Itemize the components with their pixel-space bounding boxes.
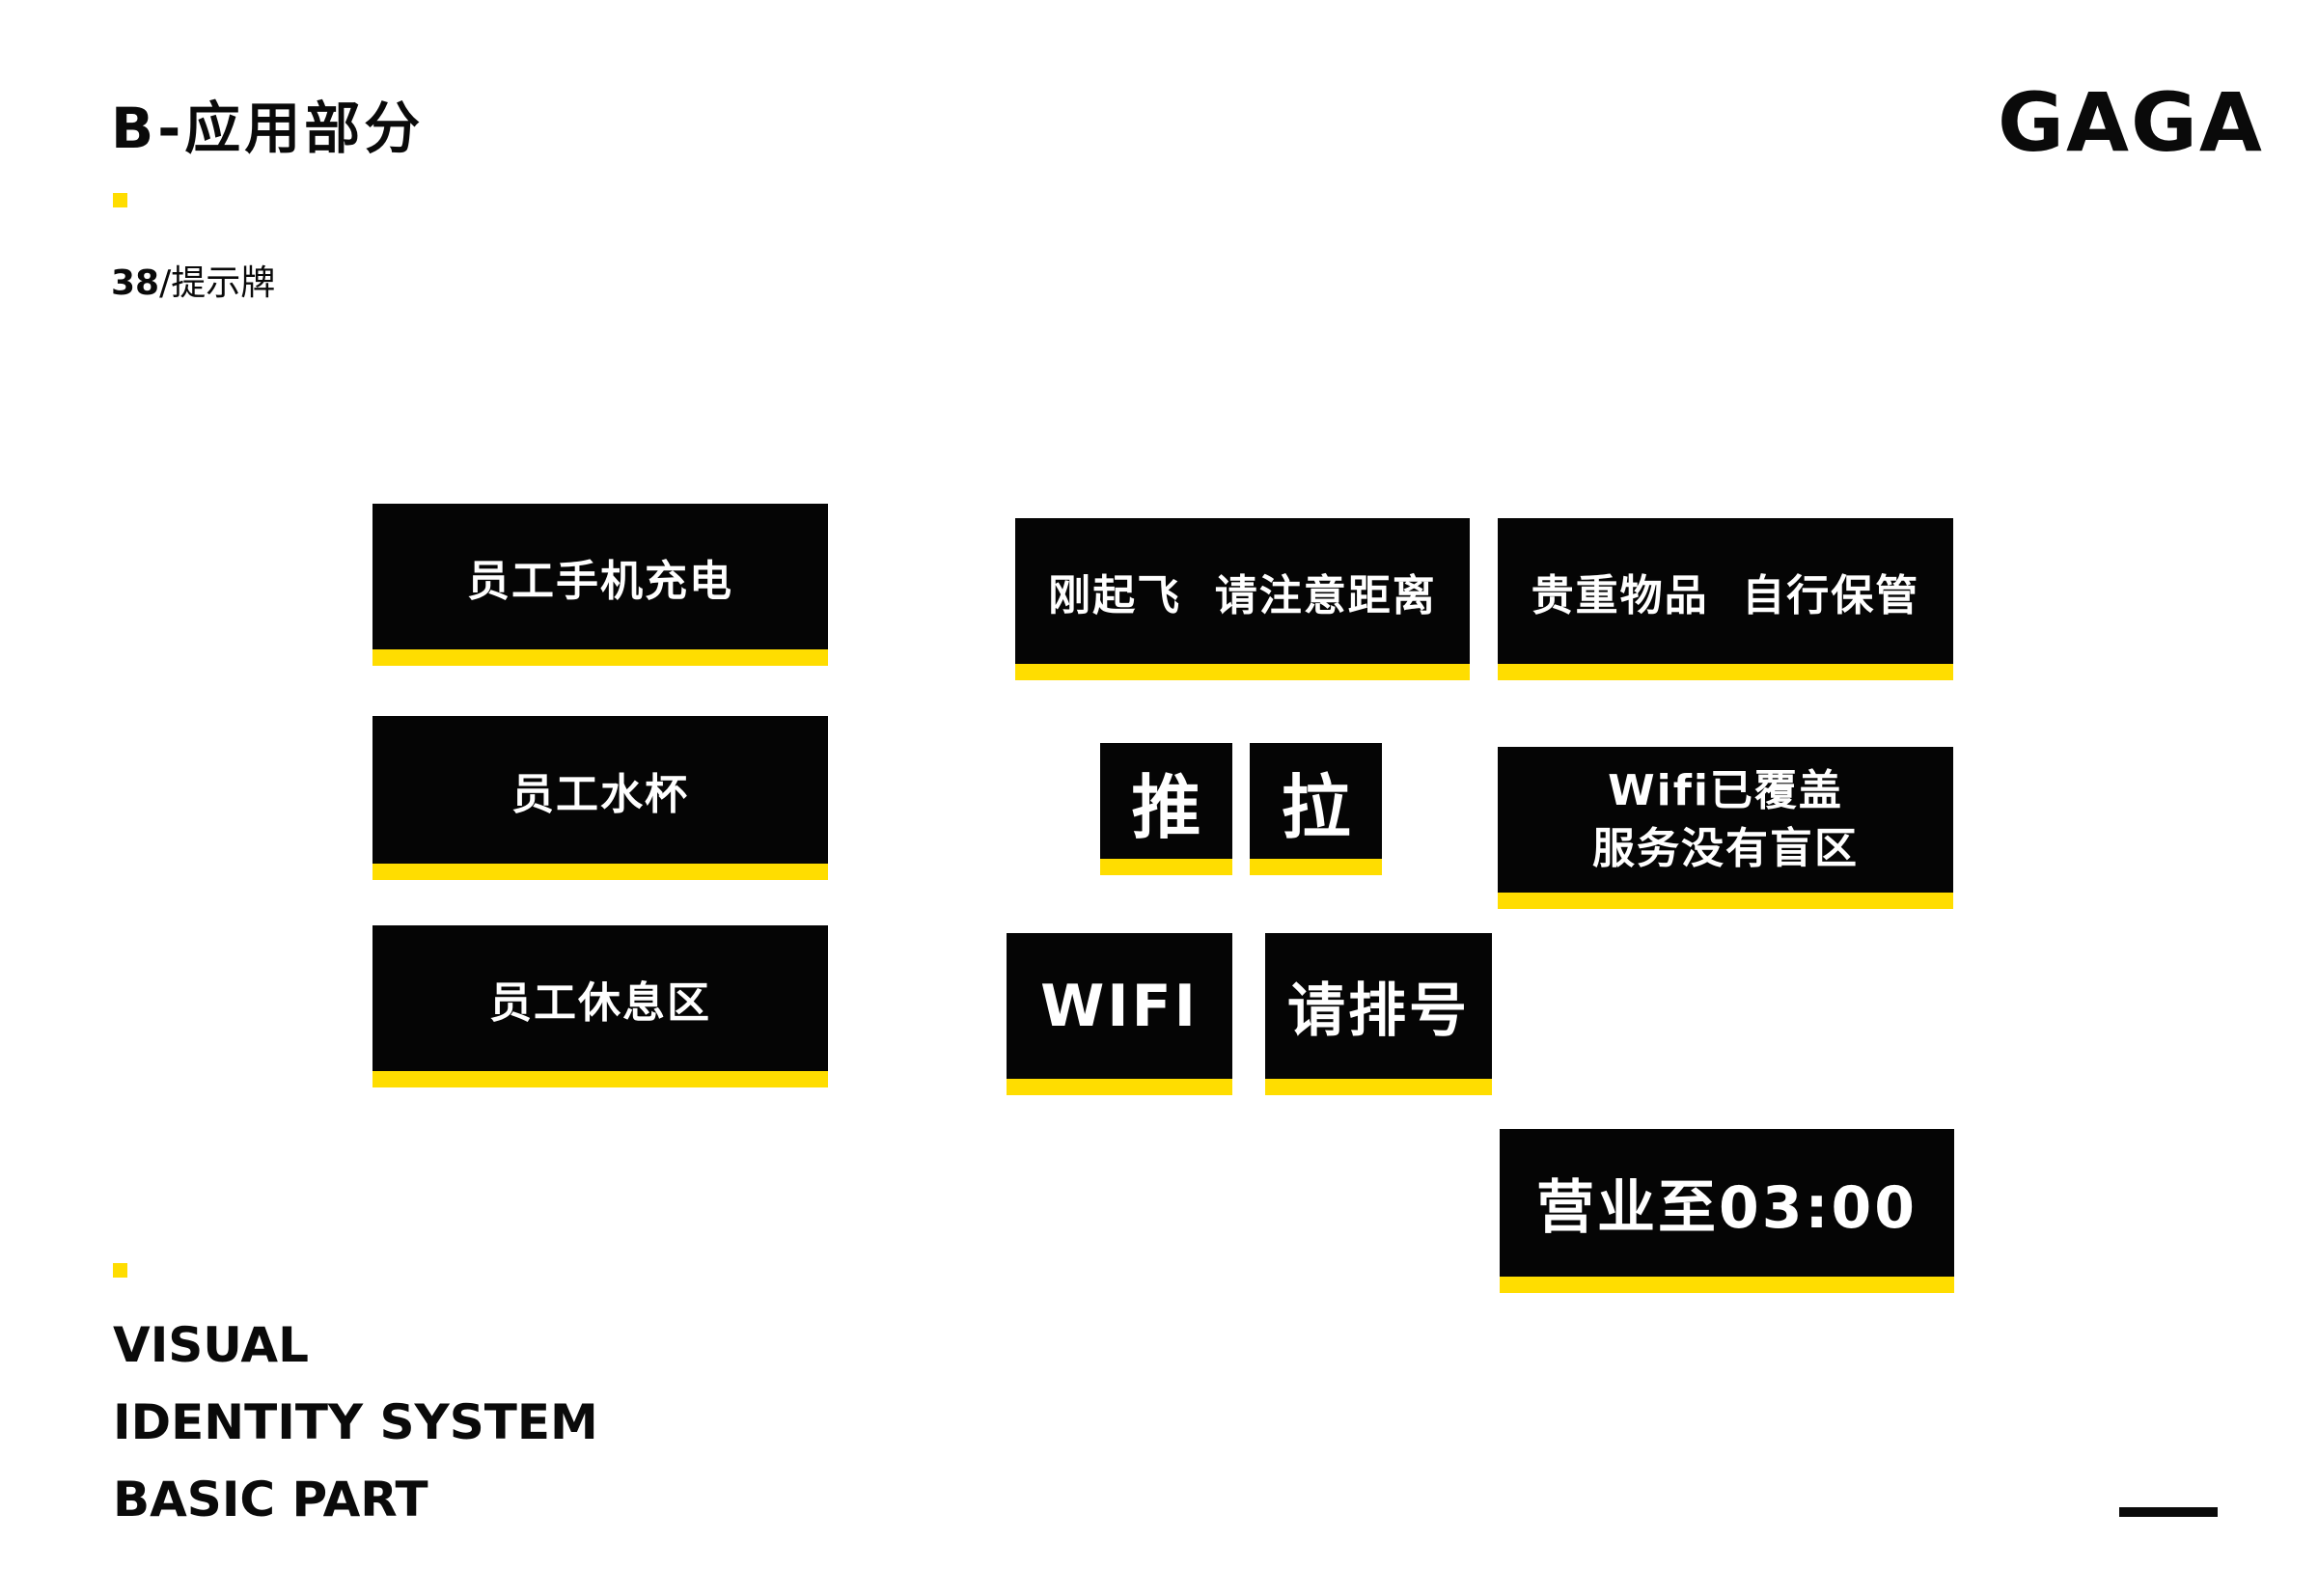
- sign-takeoff: 刚起飞 请注意距离: [1015, 518, 1470, 680]
- sign-text: 拉: [1281, 766, 1351, 848]
- sign-text: 员工手机充电: [467, 556, 733, 606]
- accent-square: [113, 1263, 127, 1278]
- accent-square: [113, 193, 127, 207]
- sign-text-line2: 服务没有盲区: [1592, 823, 1859, 873]
- sign-wifi-coverage: Wifi已覆盖 服务没有盲区: [1498, 747, 1953, 909]
- footer-divider: [2119, 1507, 2218, 1517]
- sign-hours: 营业至03:00: [1500, 1129, 1954, 1293]
- sign-wifi: WIFI: [1007, 933, 1232, 1095]
- section-heading: 38/提示牌: [111, 255, 275, 305]
- section-number: 38: [111, 263, 160, 303]
- sign-text: 刚起飞 请注意距离: [1048, 570, 1437, 620]
- section-name: /提示牌: [159, 263, 276, 303]
- footer-line: BASIC PART: [113, 1472, 428, 1527]
- footer-line: IDENTITY SYSTEM: [113, 1394, 598, 1450]
- sign-valuables: 贵重物品 自行保管: [1498, 518, 1953, 680]
- sign-text: 营业至03:00: [1536, 1174, 1918, 1242]
- brand-logo: GAGA: [1998, 75, 2264, 170]
- page-title: B-应用部分: [111, 96, 425, 161]
- sign-queue: 请排号: [1265, 933, 1492, 1095]
- sign-text: 贵重物品 自行保管: [1531, 570, 1920, 620]
- sign-text-line1: Wifi已覆盖: [1608, 765, 1843, 815]
- sign-pull: 拉: [1250, 743, 1382, 875]
- sign-text: 请排号: [1287, 977, 1470, 1045]
- footer-tagline: VISUAL IDENTITY SYSTEM BASIC PART: [113, 1307, 598, 1538]
- sign-text: 员工休息区: [489, 977, 711, 1028]
- sign-text: 推: [1131, 766, 1201, 848]
- sign-text: 员工水杯: [511, 769, 689, 819]
- footer-line: VISUAL: [113, 1317, 309, 1373]
- sign-staff-charging: 员工手机充电: [373, 504, 828, 666]
- sign-staff-rest: 员工休息区: [373, 925, 828, 1087]
- sign-staff-cups: 员工水杯: [373, 716, 828, 880]
- sign-push: 推: [1100, 743, 1232, 875]
- sign-text: WIFI: [1040, 972, 1199, 1040]
